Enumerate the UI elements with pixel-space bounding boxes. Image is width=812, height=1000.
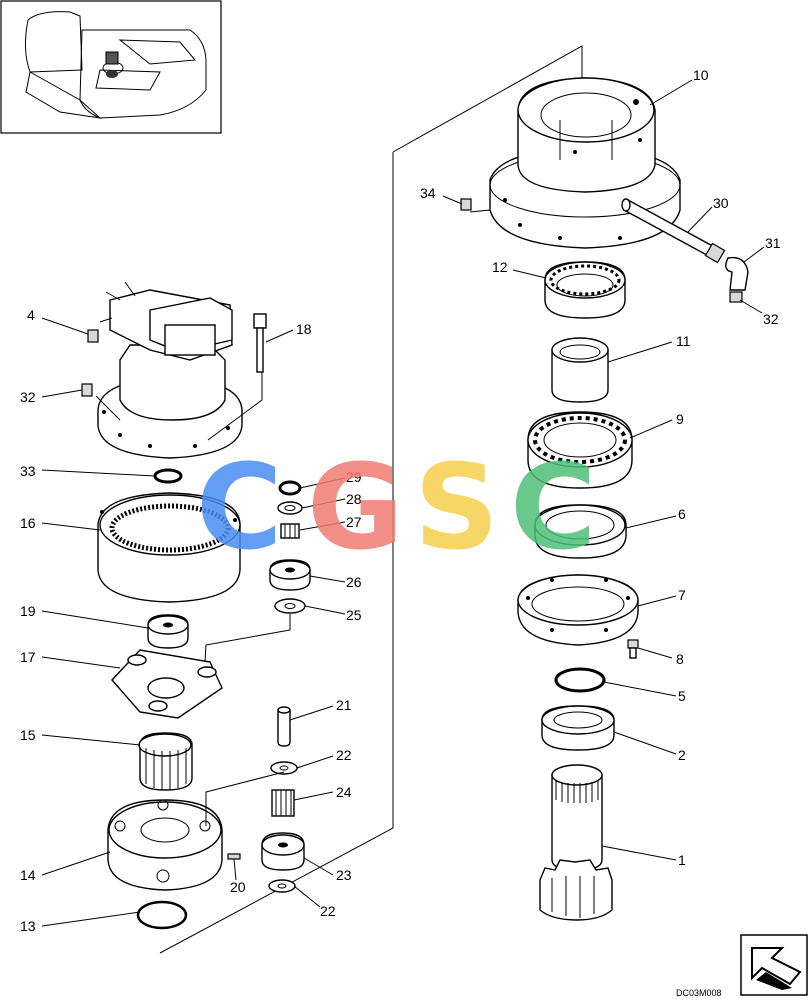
callout-4: 4: [27, 307, 35, 323]
part-1-pinion-shaft: [539, 764, 613, 921]
callout-20: 20: [230, 879, 246, 895]
part-21-pin: [277, 706, 291, 747]
leader-lines: [41, 79, 765, 927]
callout-5: 5: [678, 688, 686, 704]
part-34-plug: [460, 198, 472, 211]
part-32-plug: [81, 383, 93, 397]
part-16-ring-gear: [97, 492, 241, 603]
callout-2: 2: [678, 747, 686, 763]
callout-26: 26: [346, 574, 362, 590]
callout-7: 7: [678, 587, 686, 603]
assembly-lines: [95, 209, 491, 826]
callout-32: 32: [763, 311, 779, 327]
callout-14: 14: [20, 867, 36, 883]
part-23-planet-gear: [261, 832, 305, 871]
callout-18: 18: [296, 321, 312, 337]
callout-16: 16: [20, 515, 36, 531]
part-12-bearing: [544, 261, 626, 319]
watermark: C G S C: [196, 438, 597, 576]
callout-8: 8: [676, 651, 684, 667]
callouts: 10 34 30 31 12 32 4 18 11 32 9 33 29 28 …: [20, 67, 781, 934]
callout-17: 17: [20, 649, 36, 665]
callout-6: 6: [678, 506, 686, 522]
callout-15: 15: [20, 727, 36, 743]
part-5-o-ring: [554, 667, 606, 693]
callout-1: 1: [678, 852, 686, 868]
part-25-washer: [274, 598, 306, 614]
part-24-needle-bearing: [271, 789, 295, 817]
callout-32-left: 32: [20, 389, 36, 405]
part-30-pipe: [621, 198, 726, 264]
callout-21: 21: [336, 697, 352, 713]
part-2-seal: [541, 705, 615, 751]
callout-9: 9: [676, 411, 684, 427]
callout-11: 11: [676, 333, 691, 349]
part-11-sleeve: [551, 337, 609, 403]
part-4-plug: [87, 329, 99, 343]
callout-34: 34: [420, 185, 436, 201]
callout-31: 31: [765, 235, 781, 251]
arrow-icon[interactable]: [740, 934, 808, 996]
part-17-carrier: [111, 649, 223, 719]
callout-13: 13: [20, 918, 36, 934]
part-10-housing: [489, 77, 681, 249]
part-14-carrier: [107, 799, 223, 891]
part-8-bolt: [627, 639, 639, 659]
part-31-elbow: [725, 256, 749, 291]
part-33-snap-ring: [153, 468, 183, 484]
callout-27: 27: [346, 514, 362, 530]
callout-28: 28: [346, 491, 362, 507]
part-6-seal: [534, 504, 627, 559]
part-29-snap-ring: [278, 480, 302, 496]
part-9-bearing: [527, 411, 633, 489]
part-13-snap-ring: [136, 900, 188, 930]
location-inset: [0, 0, 222, 134]
callout-30: 30: [713, 195, 729, 211]
watermark-letter-c2: C: [510, 438, 597, 576]
watermark-letter-s: S: [414, 438, 499, 576]
callout-23: 23: [336, 867, 352, 883]
callout-22-lower: 22: [320, 903, 336, 919]
part-19-sun-gear: [147, 614, 189, 649]
part-18-bolt: [253, 313, 267, 373]
part-22-washer-lower: [268, 879, 296, 893]
watermark-letter-c1: C: [196, 438, 283, 576]
part-27-needle-bearing: [280, 523, 300, 539]
part-20-pin: [227, 853, 241, 860]
callout-10: 10: [693, 67, 709, 83]
callout-19: 19: [20, 603, 36, 619]
part-26-planet-gear: [269, 559, 311, 591]
callout-29: 29: [346, 469, 362, 485]
callout-33: 33: [20, 463, 36, 479]
callout-12: 12: [492, 259, 508, 275]
callout-25: 25: [346, 607, 362, 623]
drawing-code: DC03M008: [676, 988, 722, 998]
callout-22: 22: [336, 747, 352, 763]
callout-24: 24: [336, 784, 352, 800]
part-7-retainer: [517, 574, 639, 646]
part-32-cap: [729, 291, 743, 303]
part-15-gear: [138, 732, 193, 791]
swing-motor: [97, 281, 243, 459]
watermark-letter-g: G: [307, 438, 404, 576]
